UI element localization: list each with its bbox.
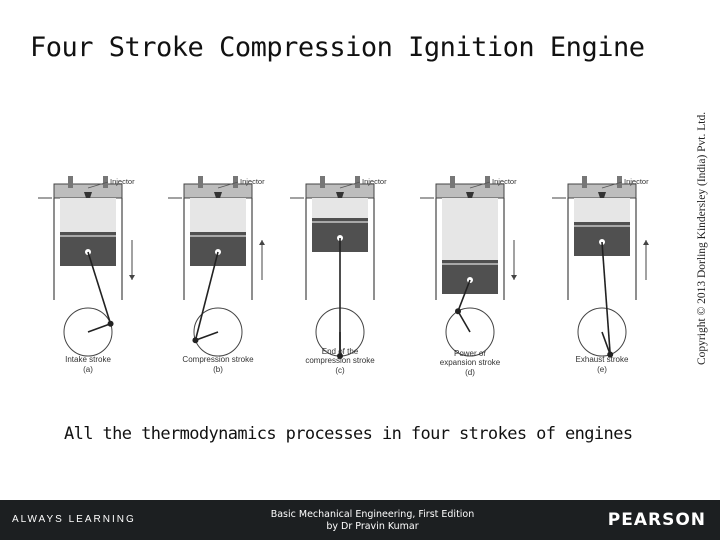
stage-letter: (e) (597, 365, 607, 374)
arrow-head (511, 275, 517, 280)
arrow-head (259, 240, 265, 245)
injector-leader (601, 181, 623, 189)
intake-valve (320, 176, 325, 188)
injector-leader (339, 181, 361, 189)
connecting-rod (601, 241, 612, 355)
injector-label: Injector (362, 177, 387, 186)
injector-label: Injector (110, 177, 135, 186)
footer-book-author: by Dr Pravin Kumar (326, 521, 419, 532)
combustion-chamber (60, 198, 116, 232)
injector-label: Injector (624, 177, 649, 186)
crank-pin (192, 337, 199, 344)
intake-valve (198, 176, 203, 188)
crank-arm (601, 331, 611, 355)
pearson-logo: PEARSON (607, 510, 706, 530)
exhaust-valve (617, 176, 622, 188)
crank-arm (457, 310, 471, 333)
crank-arm (87, 323, 111, 333)
crank-pin (107, 320, 114, 327)
stage-label: expansion stroke (440, 358, 501, 367)
injector-label: Injector (240, 177, 265, 186)
diagram-caption: All the thermodynamics processes in four… (64, 424, 633, 444)
footer-bar: ALWAYS LEARNING Basic Mechanical Enginee… (0, 500, 720, 540)
connecting-rod (457, 279, 471, 312)
connecting-rod (87, 251, 112, 325)
arrow-head (129, 275, 135, 280)
slide-title: Four Stroke Compression Ignition Engine (30, 32, 645, 63)
combustion-chamber (312, 198, 368, 218)
stage-label: Compression stroke (182, 355, 254, 364)
combustion-chamber (574, 198, 630, 222)
stage-label: Exhaust stroke (576, 355, 629, 364)
arrow-head (643, 240, 649, 245)
crank-circle (63, 307, 113, 357)
exhaust-valve (485, 176, 490, 188)
intake-valve (582, 176, 587, 188)
stage-letter: (c) (335, 366, 345, 375)
crank-pin (337, 353, 343, 359)
stage-label: End of the (322, 347, 359, 356)
connecting-rod (194, 251, 219, 341)
crank-circle (577, 307, 627, 357)
crank-pin (607, 351, 614, 358)
stage-label: compression stroke (305, 356, 375, 365)
crank-pin (455, 308, 461, 315)
copyright-note: Copyright © 2013 Dorling Kindersley (Ind… (696, 111, 708, 365)
crank-arm (195, 331, 219, 341)
stage-letter: (d) (465, 368, 475, 377)
exhaust-valve (103, 176, 108, 188)
footer-book-title: Basic Mechanical Engineering, First Edit… (270, 509, 475, 520)
injector-label: Injector (492, 177, 517, 186)
stage-label: Power or (454, 349, 486, 358)
exhaust-valve (355, 176, 360, 188)
injector-leader (469, 181, 491, 189)
combustion-chamber (190, 198, 246, 232)
crank-circle (445, 307, 495, 357)
stage-letter: (b) (213, 365, 223, 374)
stage-letter: (a) (83, 365, 93, 374)
footer-tagline: ALWAYS LEARNING (12, 514, 136, 525)
intake-valve (68, 176, 73, 188)
intake-valve (450, 176, 455, 188)
exhaust-valve (233, 176, 238, 188)
footer-book-info: Basic Mechanical Engineering, First Edit… (240, 509, 505, 533)
crank-circle (193, 307, 243, 357)
injector-leader (217, 181, 239, 189)
combustion-chamber (442, 198, 498, 260)
injector-leader (87, 181, 109, 189)
stage-label: Intake stroke (65, 355, 111, 364)
